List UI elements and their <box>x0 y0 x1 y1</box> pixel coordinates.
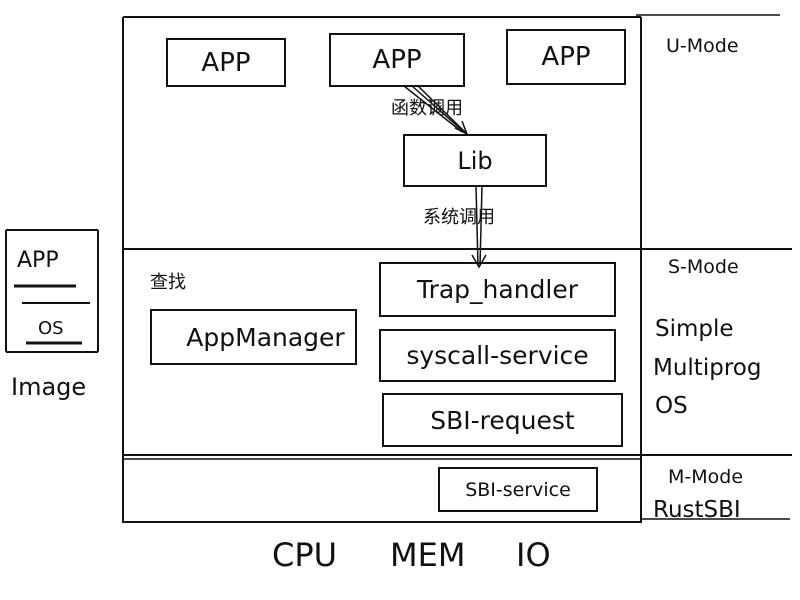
arrow-app-to-lib-2 <box>411 85 465 133</box>
lookup-label: 查找 <box>150 272 186 293</box>
lib-label: Lib <box>457 146 493 175</box>
image-app-label: APP <box>17 248 59 273</box>
u-mode-label: U-Mode <box>666 35 739 57</box>
app-box-2: APP <box>329 33 465 87</box>
arrow-app-to-lib-3 <box>417 85 467 134</box>
image-os-label: OS <box>38 318 64 339</box>
app-box-3: APP <box>506 29 626 85</box>
m-mode-label: M-Mode <box>668 466 744 488</box>
app-box-1: APP <box>166 38 286 87</box>
app-label-3: APP <box>541 42 591 72</box>
s-mode-label: S-Mode <box>668 256 739 278</box>
sbi-service-label: SBI-service <box>465 478 571 501</box>
os-name-line-2: Multiprog <box>653 355 762 381</box>
image-label: Image <box>11 373 87 401</box>
app-label-2: APP <box>372 45 422 75</box>
hw-mem-label: MEM <box>390 536 466 574</box>
syscall-service-label: syscall-service <box>406 341 589 370</box>
hw-cpu-label: CPU <box>272 536 338 574</box>
hw-io-label: IO <box>516 536 551 574</box>
arrow-lib-to-trap-1 <box>475 185 479 267</box>
os-name-line-3: OS <box>655 393 688 419</box>
trap-handler-label: Trap_handler <box>416 275 579 304</box>
app-manager-label: AppManager <box>186 322 345 352</box>
lib-box: Lib <box>403 134 547 187</box>
trap-handler-box: Trap_handler <box>379 262 616 317</box>
arrow-lib-to-trap-2 <box>479 185 483 267</box>
arrowhead-trap <box>471 254 487 269</box>
sbi-service-box: SBI-service <box>438 467 598 512</box>
app-label-1: APP <box>201 47 251 78</box>
os-name-line-1: Simple <box>655 316 734 342</box>
call-syscall-label: 系统调用 <box>423 207 495 228</box>
arrow-app-to-lib-1 <box>403 85 463 133</box>
sbi-request-label: SBI-request <box>430 405 575 435</box>
app-manager-box: AppManager <box>150 309 357 365</box>
call-function-label: 函数调用 <box>391 98 463 119</box>
sbi-request-box: SBI-request <box>382 393 623 447</box>
syscall-service-box: syscall-service <box>379 329 616 382</box>
rustsbi-label: RustSBI <box>653 497 741 523</box>
